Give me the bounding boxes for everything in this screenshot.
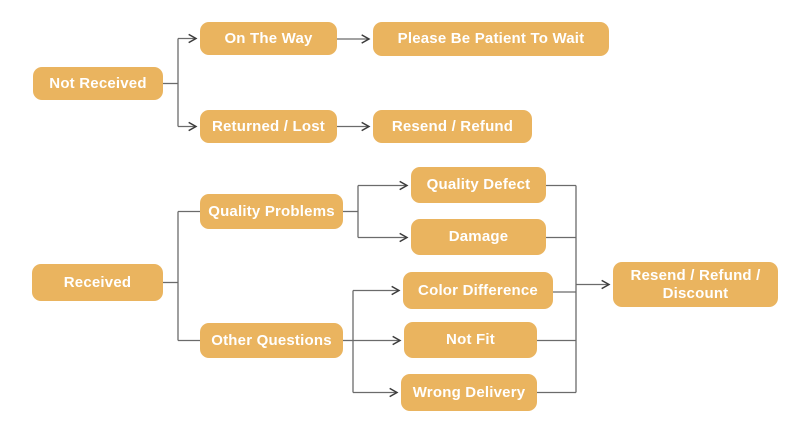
node-please-be-patient-to-wait: Please Be Patient To Wait (373, 22, 609, 56)
node-received: Received (32, 264, 163, 301)
node-quality-problems: Quality Problems (200, 194, 343, 229)
node-quality-defect: Quality Defect (411, 167, 546, 203)
node-returned-lost: Returned / Lost (200, 110, 337, 143)
node-not-fit: Not Fit (404, 322, 537, 358)
node-other-questions: Other Questions (200, 323, 343, 358)
node-resend-refund-discount: Resend / Refund / Discount (613, 262, 778, 307)
node-not-received: Not Received (33, 67, 163, 100)
node-damage: Damage (411, 219, 546, 255)
node-color-difference: Color Difference (403, 272, 553, 309)
node-resend-refund: Resend / Refund (373, 110, 532, 143)
node-on-the-way: On The Way (200, 22, 337, 55)
node-wrong-delivery: Wrong Delivery (401, 374, 537, 411)
